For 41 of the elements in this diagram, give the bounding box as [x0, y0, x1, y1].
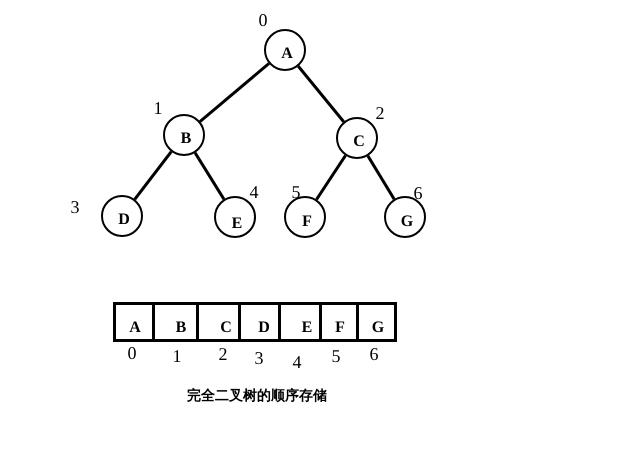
node-letter: E — [232, 216, 242, 232]
index-number: 4 — [250, 183, 258, 201]
tree-edge — [297, 65, 345, 123]
cell-letter: B — [176, 320, 186, 336]
tree-edge — [134, 150, 172, 200]
index-number: 1 — [154, 99, 162, 117]
node-letter: B — [180, 131, 192, 147]
tree-edge — [194, 152, 226, 200]
cell-letter: D — [258, 320, 270, 336]
node-letter: C — [353, 134, 365, 150]
index-number: 1 — [172, 347, 182, 365]
node-letter: F — [302, 214, 312, 230]
cell-letter: G — [372, 320, 384, 336]
index-number: 0 — [128, 344, 136, 362]
cell-letter: E — [302, 320, 312, 336]
node-letter: D — [118, 212, 130, 228]
index-number: 6 — [370, 345, 378, 363]
tree-node-circle — [264, 29, 306, 71]
tree-node-circle — [163, 114, 205, 156]
cell-letter: C — [220, 320, 232, 336]
tree-edge — [199, 62, 270, 123]
array-cell — [112, 302, 154, 342]
index-number: 2 — [218, 345, 228, 363]
cell-letter: A — [129, 320, 141, 336]
tree-node-circle — [101, 195, 143, 237]
tree-node-circle — [214, 196, 256, 238]
index-number: 5 — [332, 347, 340, 365]
index-number: 3 — [70, 198, 80, 216]
tree-edge — [366, 155, 396, 200]
caption: 完全二叉树的顺序存储 — [187, 389, 327, 403]
index-number: 0 — [258, 11, 268, 29]
tree-node-circle — [336, 117, 378, 159]
cell-letter: F — [335, 320, 345, 336]
index-number: 4 — [292, 353, 302, 371]
node-letter: G — [400, 214, 414, 230]
index-number: 6 — [414, 184, 422, 202]
tree-edge — [315, 154, 347, 200]
node-letter: A — [281, 46, 293, 62]
index-number: 2 — [376, 104, 384, 122]
index-number: 3 — [254, 349, 264, 367]
index-number: 5 — [292, 183, 300, 201]
